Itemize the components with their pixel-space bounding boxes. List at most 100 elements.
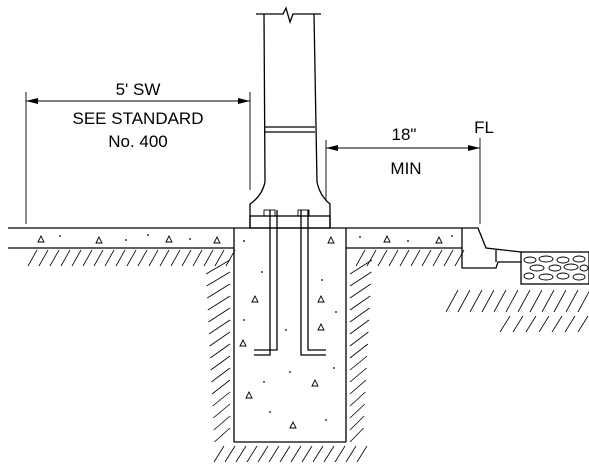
anchor-bolt-right-inner	[307, 210, 326, 351]
hatch-stroke	[212, 403, 231, 419]
curb-gutter	[461, 227, 522, 269]
hatch-stroke	[49, 249, 60, 267]
hatch-stroke	[499, 315, 511, 333]
hatch-stroke	[225, 249, 236, 267]
hatch-stroke	[246, 445, 258, 463]
hatch-stroke	[349, 307, 370, 323]
hatch-stroke	[301, 445, 313, 463]
arrow-right-icon	[238, 98, 250, 104]
hatch-stroke	[279, 445, 291, 463]
hatch-stroke	[209, 331, 231, 347]
earth-hatching	[27, 249, 589, 463]
hatch-stroke	[454, 249, 465, 267]
aggregate-mark	[165, 234, 173, 243]
label-see-standard: SEE STANDARD	[73, 109, 204, 128]
aggregate-dot	[147, 234, 149, 236]
pole	[249, 6, 331, 229]
footing	[233, 248, 347, 443]
dimension-sidewalk	[25, 92, 251, 224]
hatch-stroke	[366, 249, 377, 267]
hatch-stroke	[388, 249, 399, 267]
hatch-stroke	[209, 343, 231, 359]
label-sidewalk-width: 5' SW	[116, 80, 161, 99]
hatch-stroke	[214, 427, 231, 443]
hatch-stroke	[356, 445, 368, 463]
aggregate-stones	[523, 255, 589, 281]
sidewalk-slab	[8, 227, 463, 249]
hatch-stroke	[349, 271, 372, 287]
hatch-stroke	[538, 315, 550, 333]
break-line	[256, 6, 321, 25]
base-plate	[249, 215, 331, 229]
hatch-stroke	[213, 415, 231, 431]
hatch-stroke	[93, 249, 104, 267]
aggregate-dot	[407, 240, 409, 242]
hatch-stroke	[349, 319, 370, 335]
hatch-stroke	[60, 249, 71, 267]
gutter-bottom	[461, 248, 521, 269]
hatch-stroke	[208, 319, 231, 335]
hatch-stroke	[355, 249, 366, 267]
arrow-right-icon	[468, 145, 480, 151]
hatch-stroke	[565, 289, 579, 313]
hatch-stroke	[235, 445, 247, 463]
label-standard-number: No. 400	[108, 132, 168, 151]
aggregate-mark	[95, 235, 103, 244]
pole-left-side	[263, 13, 266, 183]
hatch-stroke	[421, 249, 432, 267]
hatch-stroke	[577, 315, 589, 333]
hatch-stroke	[181, 249, 192, 267]
anchor-bolts	[254, 210, 326, 356]
hatch-stroke	[529, 289, 543, 313]
hatch-stroke	[211, 367, 231, 383]
hatch-stroke	[126, 249, 137, 267]
hatch-stroke	[213, 445, 225, 463]
hatch-stroke	[334, 445, 346, 463]
hatch-stroke	[349, 415, 365, 431]
hatch-stroke	[211, 379, 231, 395]
hatch-stroke	[290, 445, 302, 463]
hatch-stroke	[257, 445, 269, 463]
hatch-stroke	[206, 271, 231, 287]
hatch-stroke	[206, 283, 231, 299]
anchor-bolt-right	[300, 210, 326, 356]
hatch-stroke	[551, 315, 563, 333]
hatch-stroke	[349, 355, 368, 371]
hatch-stroke	[517, 289, 531, 313]
hatch-stroke	[210, 355, 231, 371]
aggregate-dot	[451, 235, 453, 237]
hatch-stroke	[323, 445, 335, 463]
hatch-stroke	[481, 289, 495, 313]
hatch-stroke	[148, 249, 159, 267]
aggregate-dot	[125, 239, 127, 241]
hatch-stroke	[525, 315, 537, 333]
hatch-stroke	[541, 289, 555, 313]
label-min-distance: 18"	[392, 125, 417, 144]
hatch-stroke	[377, 249, 388, 267]
hatch-stroke	[137, 249, 148, 267]
hatch-stroke	[345, 445, 357, 463]
anchor-bolt-left-inner	[254, 210, 278, 351]
label-flow-line: FL	[474, 118, 494, 137]
hatch-stroke	[312, 445, 324, 463]
pole-base-right	[316, 181, 331, 228]
hatch-stroke	[104, 249, 115, 267]
aggregate-mark	[37, 234, 45, 243]
pole-base-left	[249, 181, 266, 228]
hatch-stroke	[349, 403, 366, 419]
hatch-stroke	[349, 367, 367, 383]
hatch-stroke	[349, 259, 373, 275]
arrow-left-icon	[26, 98, 38, 104]
gutter-top	[462, 227, 522, 253]
hatch-stroke	[399, 249, 410, 267]
hatch-stroke	[192, 249, 203, 267]
aggregate-dot	[59, 235, 61, 237]
arrow-left-icon	[326, 145, 338, 151]
aggregate-mark	[383, 234, 391, 243]
hatch-stroke	[349, 379, 367, 395]
pole-right-side	[313, 13, 318, 183]
aggregate-mark	[213, 235, 221, 244]
hatch-stroke	[349, 295, 371, 311]
